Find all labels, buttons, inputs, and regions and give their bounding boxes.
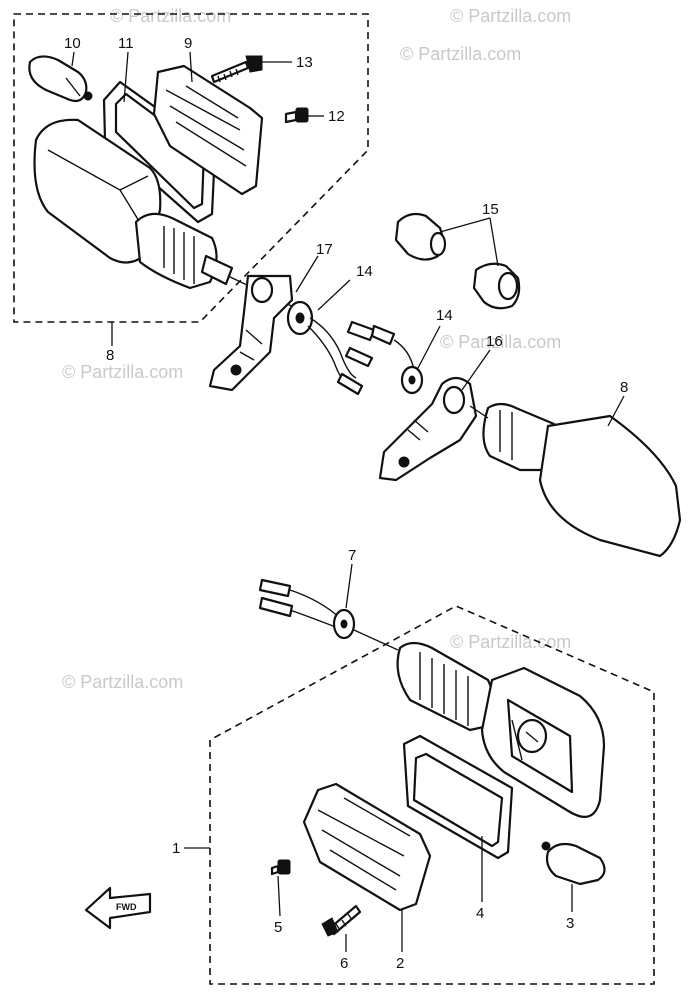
screw-13 [210, 55, 263, 84]
callout-17: 17 [316, 241, 333, 258]
callout-16: 16 [486, 333, 503, 350]
fwd-label: FWD [116, 902, 137, 912]
grommets-15 [394, 212, 521, 310]
callout-1: 1 [172, 840, 180, 857]
callout-15: 15 [482, 201, 499, 218]
callout-6: 6 [340, 955, 348, 972]
wires-7 [258, 578, 399, 651]
callout-2: 2 [396, 955, 404, 972]
housing-8-right [469, 402, 682, 558]
watermarks: © Partzilla.com © Partzilla.com © Partzi… [62, 6, 571, 692]
screw-6 [321, 904, 362, 937]
grommet-14-upper [286, 300, 374, 396]
screw-12 [284, 107, 309, 124]
watermark-3: © Partzilla.com [450, 6, 571, 26]
callout-13: 13 [296, 54, 313, 71]
watermark-1: © Partzilla.com [110, 6, 231, 26]
bulb-10 [28, 55, 93, 103]
callout-8-right: 8 [620, 379, 628, 396]
gasket-4 [402, 734, 514, 860]
callout-11: 11 [118, 35, 134, 52]
callout-9: 9 [184, 35, 192, 52]
callout-7: 7 [348, 547, 356, 564]
callout-8-upper: 8 [106, 347, 114, 364]
lower-assembly-box [209, 605, 655, 985]
callouts: 10 11 9 13 12 8 17 14 15 14 16 8 7 1 5 6… [64, 35, 628, 972]
fwd-arrow-icon: FWD [84, 886, 152, 930]
watermark-2: © Partzilla.com [400, 44, 521, 64]
housing-lower [396, 641, 606, 818]
watermark-5: © Partzilla.com [440, 332, 561, 352]
bracket-17 [208, 274, 294, 392]
watermark-6: © Partzilla.com [62, 672, 183, 692]
leader-lines [71, 51, 625, 952]
upper-assembly-box [13, 13, 369, 323]
bracket-16 [378, 376, 478, 482]
callout-5: 5 [274, 919, 282, 936]
callout-12: 12 [328, 108, 345, 125]
callout-3: 3 [566, 915, 574, 932]
lens-2 [302, 782, 432, 912]
callout-10: 10 [64, 35, 81, 52]
screw-5 [270, 859, 291, 876]
callout-14-upper: 14 [356, 263, 373, 280]
callout-14-lower: 14 [436, 307, 453, 324]
connectors-upper [346, 320, 415, 371]
watermark-4: © Partzilla.com [62, 362, 183, 382]
bulb-3 [541, 841, 606, 886]
housing-upper [33, 118, 301, 311]
lens-9 [152, 64, 264, 196]
grommet-14-lower [400, 365, 424, 395]
watermark-7: © Partzilla.com [450, 632, 571, 652]
callout-4: 4 [476, 905, 484, 922]
